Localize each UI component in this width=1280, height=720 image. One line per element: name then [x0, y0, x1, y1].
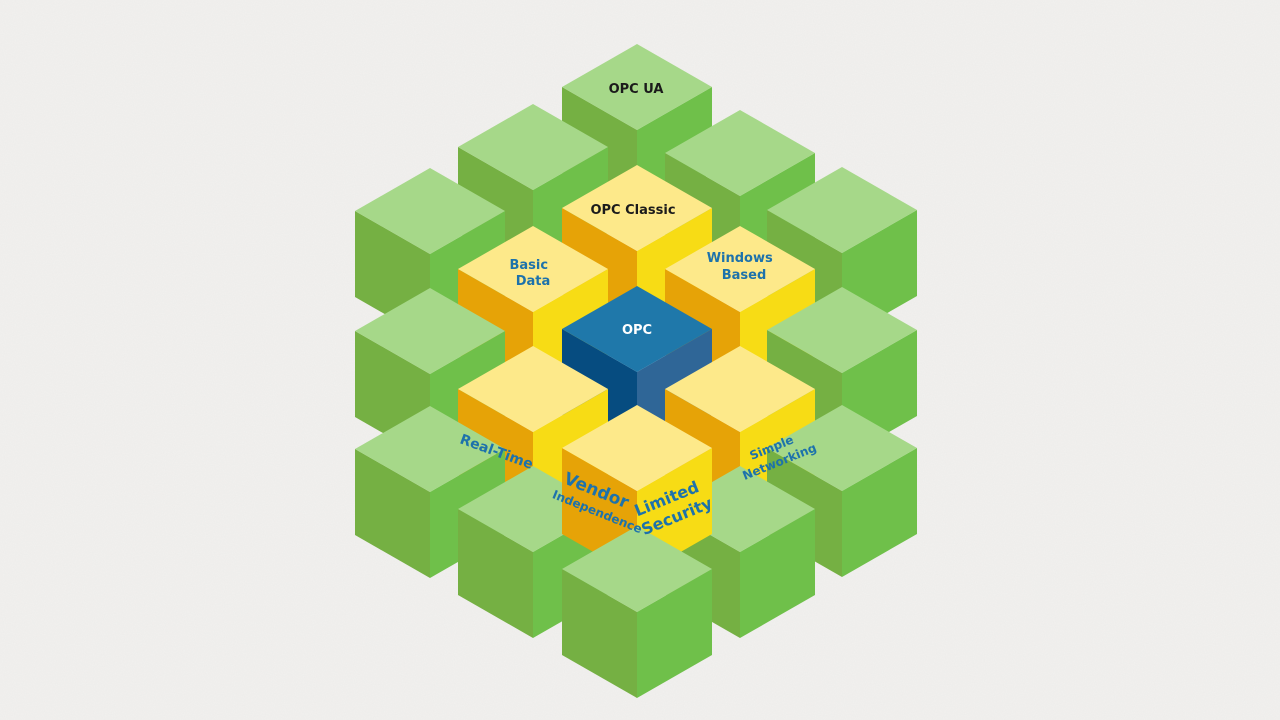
label-opc-ua: OPC UA [609, 82, 664, 97]
label-windows-based-line1: Windows [707, 251, 773, 266]
cube-windows-based-top-face [665, 226, 815, 312]
label-basic-data-line2: Data [516, 274, 551, 289]
cube-real-time-top-face [458, 346, 608, 432]
cube-left-lower-top-face [355, 406, 505, 492]
cube-bottom-front-top-face [562, 526, 712, 612]
cube-vendor-security-top-face [562, 405, 712, 491]
cube-bottom-front [562, 526, 712, 698]
cube-basic-data-top-face [458, 226, 608, 312]
label-opc: OPC [622, 323, 652, 338]
label-windows-based: Windows Based [707, 251, 778, 283]
cube-left-upper-top-face [355, 168, 505, 254]
cube-right-middle-top-face [767, 287, 917, 373]
label-basic-data-line1: Basic [509, 258, 548, 273]
cube-opc-classic-top-face [562, 165, 712, 251]
label-basic-data: Basic Data [509, 258, 552, 289]
cube-top-back-top-face [562, 44, 712, 130]
cube-right-upper-top-face [767, 167, 917, 253]
cube-simple-networking-top-face [665, 346, 815, 432]
cube-left-middle-top-face [355, 288, 505, 374]
cube-upper-right-top-face [665, 110, 815, 196]
cube-stack [355, 44, 917, 698]
cube-upper-left-top-face [458, 104, 608, 190]
label-opc-classic: OPC Classic [590, 203, 675, 218]
label-windows-based-line2: Based [722, 268, 767, 283]
cube-opc-top-face [562, 286, 712, 372]
cube-right-lower-top-face [767, 405, 917, 491]
